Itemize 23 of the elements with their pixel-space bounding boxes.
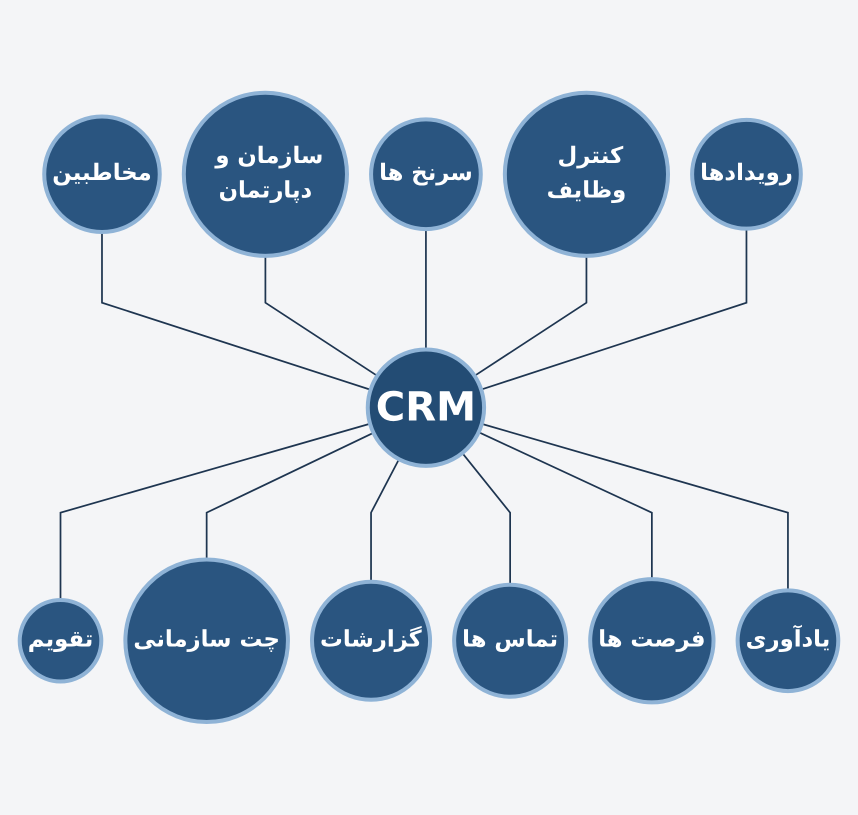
node-circle: سرنخ ها <box>369 118 483 232</box>
connector <box>478 432 653 580</box>
node-circle: گزارشات <box>310 580 432 702</box>
connector <box>206 432 374 560</box>
connector <box>480 228 748 391</box>
node-circle: رویدادها <box>690 118 803 231</box>
connector <box>425 229 427 350</box>
connector <box>101 232 371 391</box>
node-circle: کنترل وظایف <box>502 90 670 258</box>
connector <box>264 256 378 377</box>
node-circle: چت سازمانی <box>123 558 290 724</box>
node-circle: سازمان و دپارتمان <box>182 90 349 258</box>
connector <box>462 452 511 585</box>
connector <box>370 458 400 582</box>
connector <box>60 423 370 600</box>
node-circle: CRM <box>366 348 486 468</box>
node-circle: مخاطبین <box>42 114 162 234</box>
node-circle: فرصت ها <box>588 577 716 705</box>
node-circle: تقویم <box>18 598 104 684</box>
connector <box>482 423 789 591</box>
node-circle: یادآوری <box>736 588 840 694</box>
node-circle: تماس ها <box>452 582 568 699</box>
connector <box>474 256 588 377</box>
